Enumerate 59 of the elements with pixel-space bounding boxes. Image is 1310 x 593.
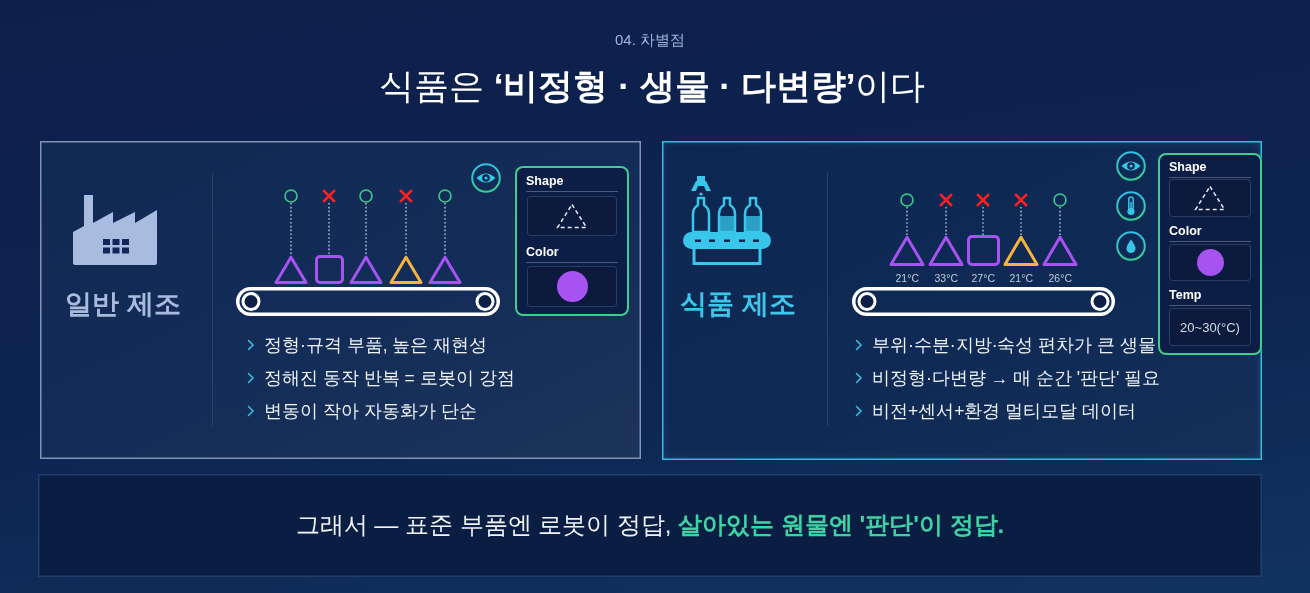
circle-icon xyxy=(1053,193,1067,207)
cross-icon xyxy=(322,189,336,203)
title: 식품은 ‘비정형 · 생물 · 다변량’이다 xyxy=(379,65,926,107)
preview-box xyxy=(1169,244,1251,281)
triangle xyxy=(274,255,308,284)
banner xyxy=(38,474,1262,577)
bullet-text: 변동이 작아 자동화가 단순 xyxy=(264,400,477,422)
conclusion-text: 그래서 — 표준 부품엔 로봇이 정답, 살아있는 원물엔 '판단'이 정답. xyxy=(295,511,1005,540)
temperature-label: 33°C xyxy=(934,271,958,285)
bullet-text: 비정형·다변량 → 매 순간 '판단' 필요 xyxy=(872,367,1161,389)
dotted-line xyxy=(405,202,407,256)
panel xyxy=(662,141,1262,460)
bullet-text: 정형·규격 부품, 높은 재현성 xyxy=(264,334,488,356)
card-label: Shape xyxy=(1169,160,1251,178)
bullet-text: 정해진 동작 반복 = 로봇이 강점 xyxy=(264,367,515,389)
inspection-card xyxy=(1158,153,1262,355)
temperature-label: 27°C xyxy=(971,271,995,285)
bullet-text: 부위·수분·지방·숙성 편차가 큰 생물 xyxy=(872,334,1157,356)
panel-heading: 식품 제조 xyxy=(680,288,796,321)
triangle xyxy=(389,255,423,284)
triangle xyxy=(349,255,383,284)
dotted-line xyxy=(906,206,908,236)
dotted-line xyxy=(945,206,947,236)
temperature-label: 26°C xyxy=(1048,271,1072,285)
dotted-line xyxy=(365,202,367,256)
triangle xyxy=(889,235,925,266)
circle-icon xyxy=(438,189,452,203)
preview-box xyxy=(527,266,617,307)
dotted-line xyxy=(444,202,446,256)
circle-icon xyxy=(900,193,914,207)
dotted-line xyxy=(290,202,292,256)
circle-icon xyxy=(284,189,298,203)
bullet-text: 비전+센서+환경 멀티모달 데이터 xyxy=(872,400,1137,422)
section-label: 04. 차별점 xyxy=(615,31,686,49)
triangle xyxy=(428,255,462,284)
cross-icon xyxy=(399,189,413,203)
temperature-label: 21°C xyxy=(1009,271,1033,285)
preview-box xyxy=(1169,179,1251,217)
temperature-label: 21°C xyxy=(895,271,919,285)
cross-icon xyxy=(939,193,953,207)
card-label: Shape xyxy=(526,174,618,192)
dotted-line xyxy=(1020,206,1022,236)
card-label: Color xyxy=(526,245,618,263)
panel-heading: 일반 제조 xyxy=(65,288,181,321)
cross-icon xyxy=(976,193,990,207)
inspection-card xyxy=(515,166,629,316)
circle-icon xyxy=(359,189,373,203)
triangle xyxy=(928,235,964,266)
dotted-line xyxy=(982,206,984,236)
preview-box xyxy=(527,196,617,236)
value-box: 20~30(°C) xyxy=(1169,308,1251,346)
dotted-line xyxy=(1059,206,1061,236)
card-label: Color xyxy=(1169,224,1251,242)
cross-icon xyxy=(1014,193,1028,207)
dotted-line xyxy=(328,202,330,256)
panel xyxy=(40,141,641,459)
card-label: Temp xyxy=(1169,288,1251,306)
triangle xyxy=(1003,235,1039,266)
triangle xyxy=(1042,235,1078,266)
